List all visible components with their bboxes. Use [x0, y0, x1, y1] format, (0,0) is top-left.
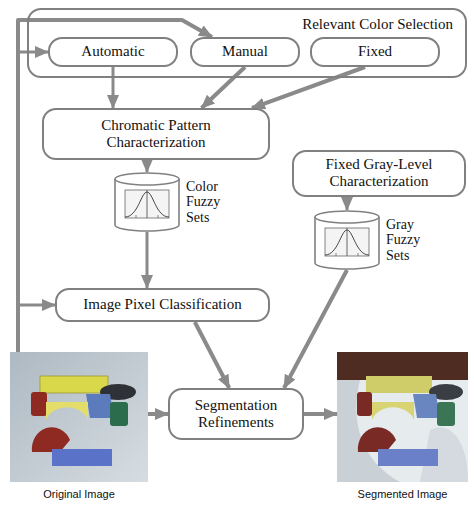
node-label: Image Pixel Classification: [83, 296, 241, 313]
option-pill: Automatic: [48, 37, 178, 67]
process-box: Segmentation Refinements: [168, 388, 304, 440]
flow-arrow: [148, 412, 168, 416]
node-label: Manual: [222, 43, 268, 60]
cylinder-symbol: [314, 210, 380, 270]
node-label: Fixed Gray-Level Characterization: [304, 156, 454, 191]
node-label: Automatic: [81, 43, 144, 60]
image-panel: Segmented Image: [337, 352, 468, 482]
fuzzy-set-store: Color Fuzzy Sets: [114, 172, 180, 232]
flow-arrow: [146, 232, 149, 288]
node-label: Fixed: [358, 43, 392, 60]
flow-arrow: [304, 412, 337, 416]
image-caption: Segmented Image: [358, 488, 448, 501]
flow-arrow: [18, 52, 48, 352]
process-box: Chromatic Pattern Characterization: [42, 108, 270, 160]
process-box: Fixed Gray-Level Characterization: [292, 150, 466, 197]
segmented-photo: [337, 352, 468, 482]
flow-arrow: [195, 322, 229, 388]
flow-arrow: [202, 67, 245, 108]
node-label: Chromatic Pattern Characterization: [71, 117, 241, 152]
cylinder-symbol: [114, 172, 180, 232]
flow-arrow: [146, 160, 149, 172]
group-box: Relevant Color SelectionAutomatic Manual F…: [27, 8, 467, 78]
fuzzy-set-store: Gray Fuzzy Sets: [314, 210, 380, 270]
option-pill: Fixed: [310, 37, 440, 67]
flow-arrow: [112, 67, 115, 108]
flow-arrow: [18, 305, 55, 352]
node-label: Segmentation Refinements: [180, 397, 292, 432]
flow-arrow: [346, 197, 349, 211]
store-label: Gray Fuzzy Sets: [386, 217, 438, 263]
option-pill: Manual: [190, 37, 300, 67]
image-panel: Original Image: [10, 352, 148, 482]
store-label: Color Fuzzy Sets: [186, 179, 238, 225]
process-box: Image Pixel Classification: [55, 288, 270, 322]
original-photo: [10, 352, 148, 482]
flow-arrow: [252, 67, 365, 108]
flow-arrow: [284, 270, 347, 388]
node-label: Relevant Color Selection: [302, 16, 453, 33]
image-caption: Original Image: [43, 488, 115, 501]
